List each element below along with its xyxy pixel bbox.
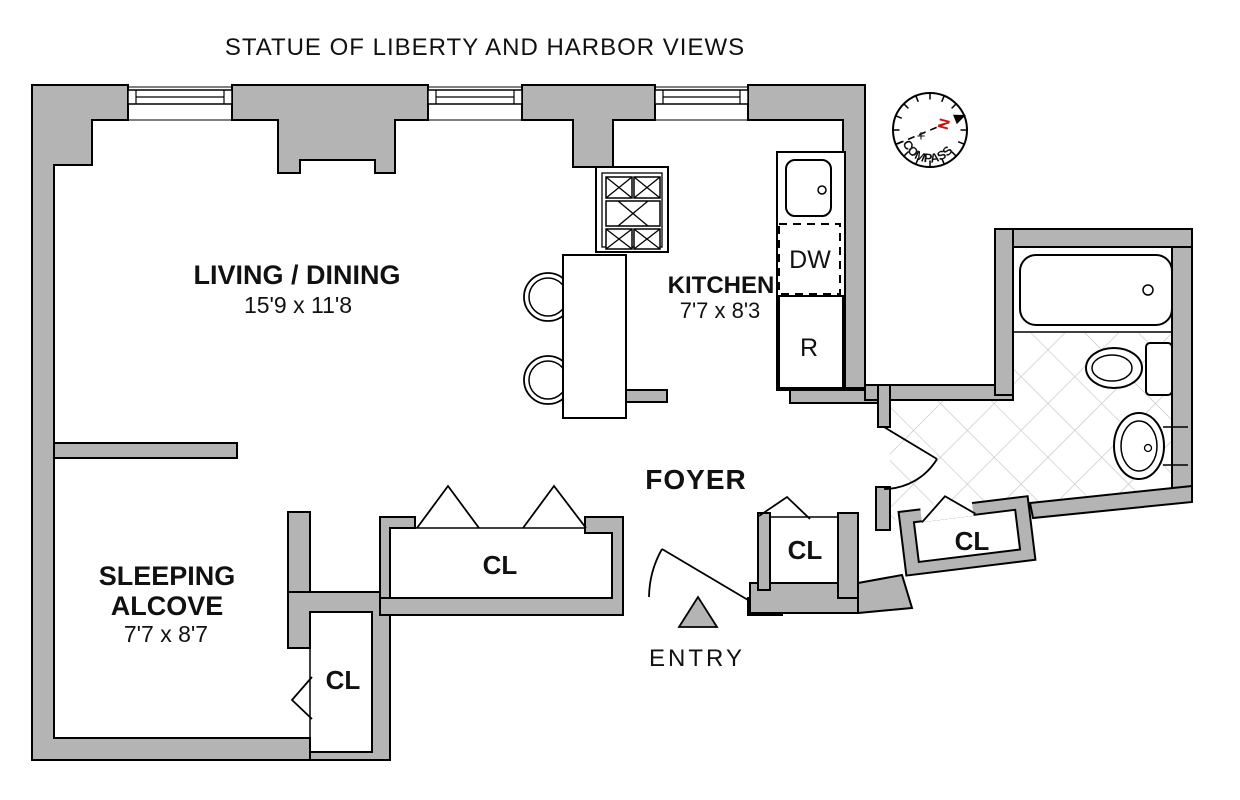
compass-plus: + (917, 128, 926, 145)
wall-bath-bottom (1028, 484, 1193, 520)
stove-icon (595, 166, 669, 253)
bifold-door-icon (522, 484, 587, 529)
corridor-door (883, 426, 938, 490)
wall-left-bottom (31, 84, 311, 761)
north-label: N (935, 117, 954, 132)
kitchen-sink-icon (785, 159, 832, 217)
dishwasher-box (778, 223, 841, 295)
window-3 (654, 86, 749, 121)
wall-bath-left (994, 228, 1014, 396)
kitchen-dims: 7'7 x 8'3 (680, 298, 761, 323)
closet-hall-label: CL (483, 550, 518, 580)
entry-arrow-icon (677, 595, 719, 628)
room-labels: LIVING / DINING 15'9 x 11'8 KITCHEN 7'7 … (99, 246, 990, 695)
bifold-door-icon (758, 495, 811, 520)
refrigerator-label: R (800, 334, 818, 362)
entry-door (648, 548, 749, 601)
bifold-door-icon (416, 484, 480, 529)
dishwasher-label: DW (789, 246, 831, 274)
closet-doors (290, 484, 838, 752)
wall-bath-top (994, 228, 1193, 248)
living-dining-dims: 15'9 x 11'8 (244, 292, 352, 318)
wall-connector (857, 573, 914, 615)
wall-bath-right (1171, 246, 1193, 491)
wall-corridor-jamb-south (875, 486, 891, 531)
wall-corridor-jamb (877, 384, 891, 428)
compass-icon: + N COMPASS (892, 92, 968, 168)
wall-counter-stub (625, 389, 668, 403)
sleeping-alcove-label-1: SLEEPING (99, 561, 236, 591)
wall-midcloset-right (379, 516, 624, 616)
bathroom-fixtures (1013, 254, 1188, 480)
windows (127, 86, 749, 121)
plan-title: STATUE OF LIBERTY AND HARBOR VIEWS (225, 34, 745, 61)
wall-top-pier2 (231, 84, 429, 174)
north-arrow-icon (953, 114, 966, 125)
closet-bath-label: CL (955, 526, 990, 556)
closet-foyer-label: CL (788, 535, 823, 565)
living-dining-label: LIVING / DINING (193, 260, 400, 290)
wall-foyercloset-left (757, 512, 771, 591)
bifold-door-icon (921, 495, 976, 523)
counter (562, 254, 627, 419)
foyer-label: FOYER (645, 464, 746, 495)
wall-foyercloset-right (837, 512, 859, 599)
wall-corridor-north (864, 384, 1014, 401)
wall-top-pier3 (521, 84, 656, 168)
wall-living-alcove (53, 442, 238, 459)
window-1 (127, 86, 233, 121)
window-2 (427, 86, 523, 121)
door-swings (648, 426, 938, 601)
sleeping-alcove-label-2: ALCOVE (111, 591, 224, 621)
kitchen-label: KITCHEN (668, 272, 775, 299)
closet-alcove-label: CL (326, 665, 361, 695)
walls (31, 84, 1193, 761)
kitchen-fixtures (523, 151, 846, 419)
wall-midcloset-left (379, 516, 416, 599)
toilet-icon (1085, 342, 1173, 396)
bath-closet (897, 495, 1037, 577)
refrigerator-box (778, 295, 844, 389)
bifold-door-icon (290, 676, 313, 720)
sleeping-alcove-dims: 7'7 x 8'7 (124, 621, 208, 647)
bath-sink-icon (1113, 412, 1188, 480)
entry-label: ENTRY (649, 645, 745, 672)
bathtub-icon (1019, 254, 1173, 326)
